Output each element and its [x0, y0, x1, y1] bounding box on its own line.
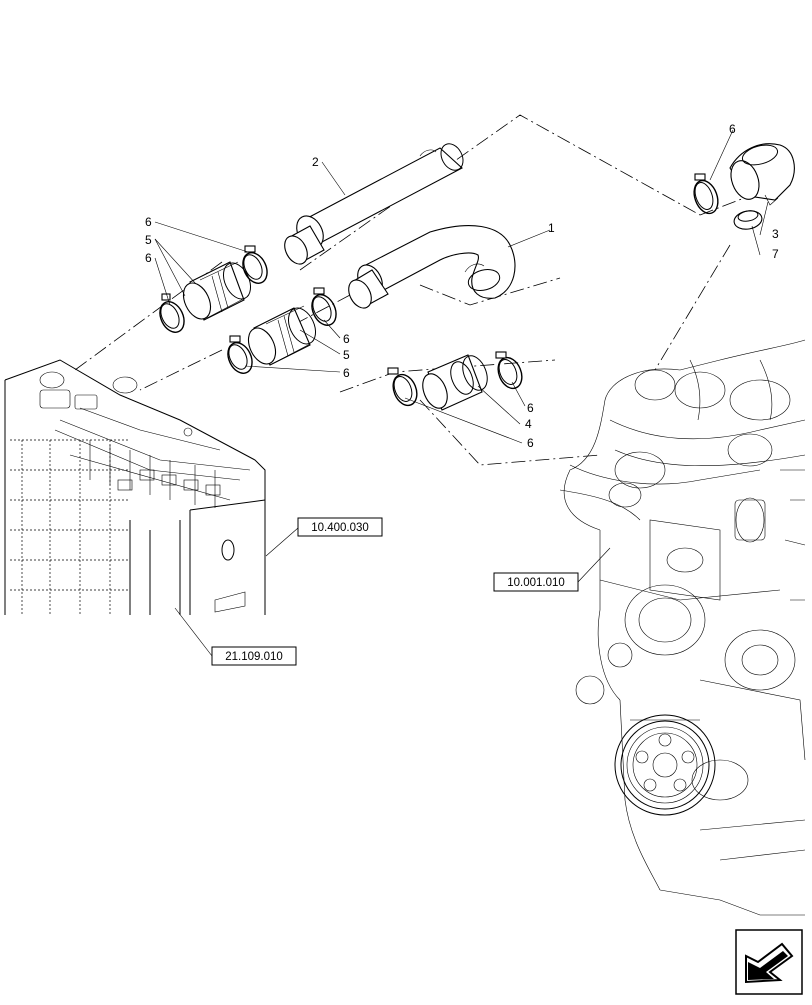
- callout-numbers: 1 2 3 4 5 5 6 6 6 6 6 6 6 6 7: [145, 122, 779, 450]
- clamp-6-upper-left: [159, 293, 185, 333]
- callout-2: 2: [312, 155, 319, 169]
- callout-6-lower-a: 6: [527, 401, 534, 415]
- engine-assembly: [559, 339, 806, 916]
- reference-engine-label: 10.001.010: [507, 577, 565, 589]
- reference-engine[interactable]: 10.001.010: [493, 547, 611, 592]
- clamp-6-lower-right: [311, 287, 337, 326]
- clamp-6-top-right: [693, 173, 719, 215]
- clamp-6-middle-right: [495, 351, 523, 390]
- callout-6-mid-a: 6: [343, 332, 350, 346]
- charge-air-pipe-1: [348, 225, 516, 309]
- callout-6-upper-b: 6: [145, 251, 152, 265]
- next-page-arrow-icon[interactable]: [735, 929, 803, 995]
- callout-6-lower-b: 6: [527, 436, 534, 450]
- fitting-7: [733, 210, 763, 230]
- callout-1: 1: [548, 221, 555, 235]
- reference-frame-label: 21.109.010: [225, 651, 283, 663]
- hose-4: [422, 354, 488, 411]
- callout-5-upper: 5: [145, 233, 152, 247]
- crankshaft-pulley: [614, 714, 716, 816]
- callout-6-upper-a: 6: [145, 215, 152, 229]
- hose-5-lower: [247, 305, 317, 366]
- callout-4: 4: [525, 417, 532, 431]
- clamp-6-upper-right: [242, 245, 268, 284]
- reference-radiator-label: 10.400.030: [311, 522, 369, 534]
- callout-5-lower: 5: [343, 348, 350, 362]
- callout-7: 7: [772, 247, 779, 261]
- charge-air-pipe-2: [284, 143, 464, 265]
- clamp-6-middle-left: [387, 367, 418, 407]
- reference-frame[interactable]: 21.109.010: [174, 607, 297, 666]
- clamp-6-lower-left: [227, 335, 253, 374]
- callout-6-top-right: 6: [729, 122, 736, 136]
- hose-5-upper: [182, 261, 252, 321]
- callout-3: 3: [772, 227, 779, 241]
- reference-radiator[interactable]: 10.400.030: [265, 517, 383, 557]
- callout-6-mid-b: 6: [343, 366, 350, 380]
- radiator-assembly: [4, 359, 266, 615]
- leader-lines: [154, 129, 769, 444]
- elbow-hose-3: [729, 143, 795, 206]
